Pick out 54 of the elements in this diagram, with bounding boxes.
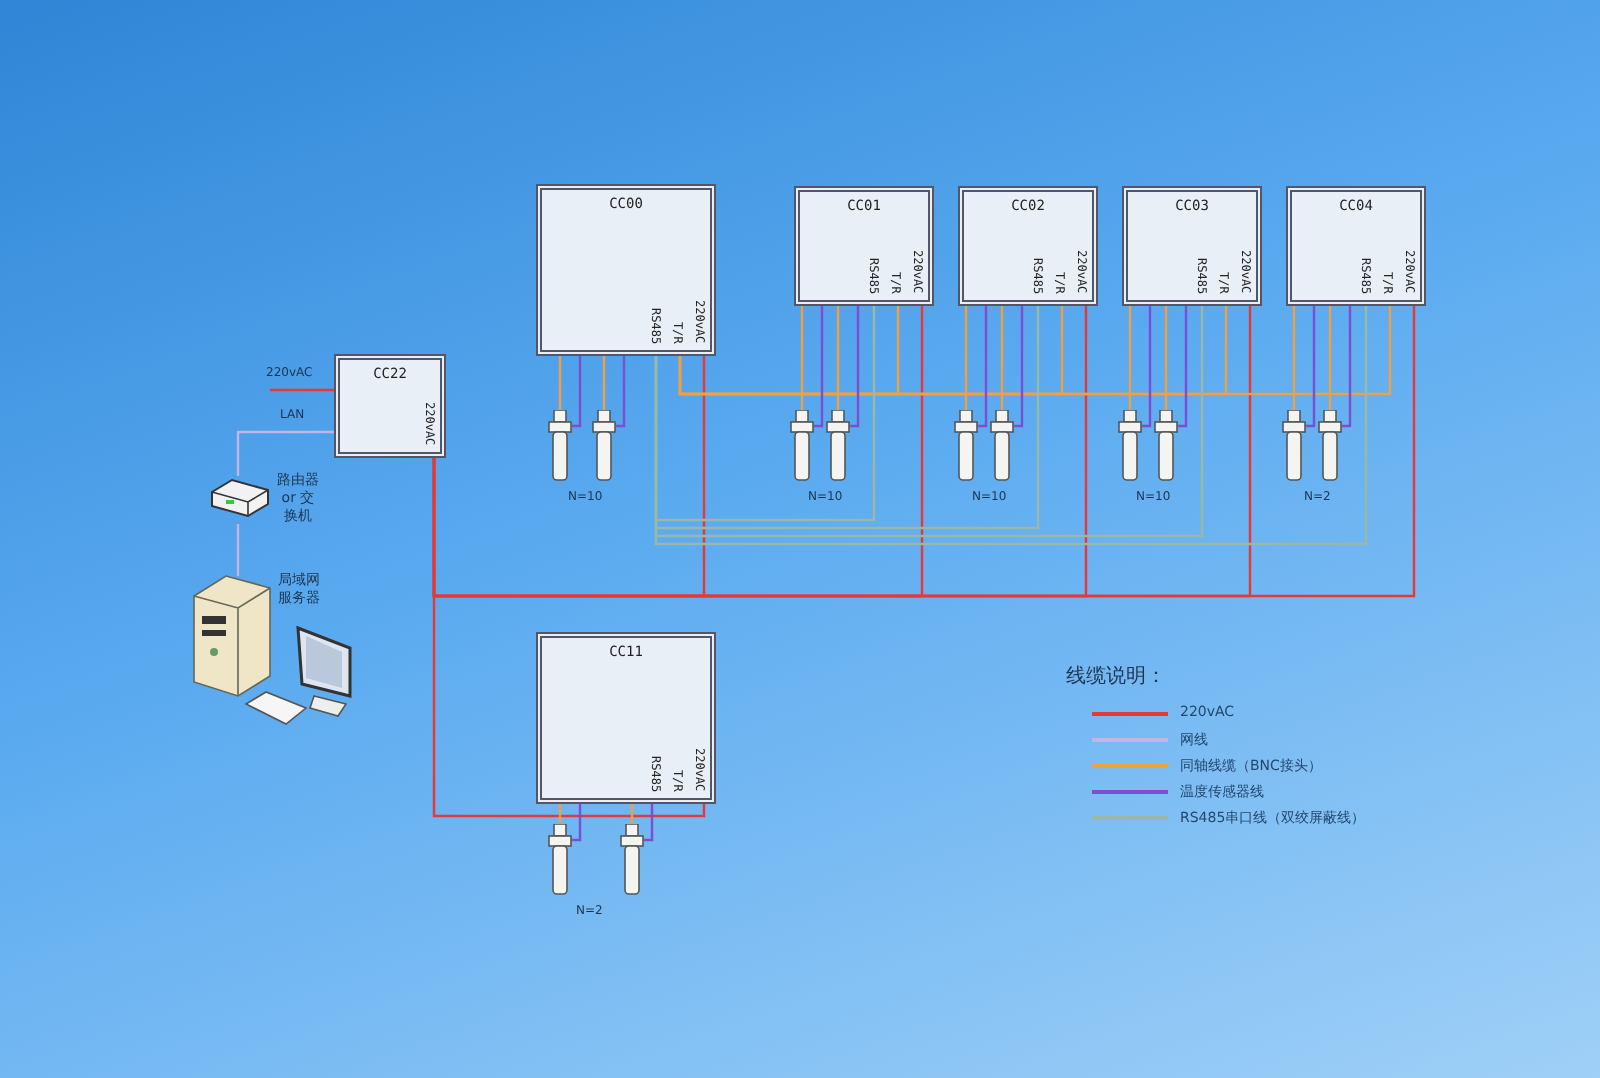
cable <box>1328 306 1332 410</box>
controller-box <box>958 186 1098 306</box>
cable <box>236 430 334 476</box>
cable <box>814 306 824 428</box>
controller-box <box>536 184 716 356</box>
cable <box>654 306 876 522</box>
sensor-probe-icon <box>1118 410 1142 482</box>
cable <box>432 306 1416 598</box>
cable <box>558 804 562 824</box>
sensor-probe-icon <box>1154 410 1178 482</box>
cable <box>1142 306 1152 428</box>
cable <box>1014 306 1024 428</box>
sensor-probe-icon <box>790 410 814 482</box>
cable <box>602 356 606 410</box>
cable <box>1292 306 1296 410</box>
cable <box>1342 306 1352 428</box>
controller-box <box>334 354 446 458</box>
cable <box>616 356 626 428</box>
cable <box>964 306 968 410</box>
cable <box>850 306 860 428</box>
cable <box>1000 306 1004 410</box>
cable <box>644 804 654 842</box>
cable <box>978 306 988 428</box>
sensor-probe-icon <box>826 410 850 482</box>
sensor-probe-icon <box>548 824 572 896</box>
cable <box>1128 306 1132 410</box>
controller-box <box>1122 186 1262 306</box>
cable <box>654 306 1040 530</box>
cable <box>432 458 706 818</box>
cable <box>836 306 840 410</box>
sensor-probe-icon <box>1282 410 1306 482</box>
sensor-probe-icon <box>548 410 572 482</box>
sensor-probe-icon <box>620 824 644 896</box>
cable <box>678 306 1392 396</box>
controller-box <box>794 186 934 306</box>
sensor-probe-icon <box>592 410 616 482</box>
cable <box>558 356 562 410</box>
cable <box>630 804 634 824</box>
cable <box>1164 306 1168 410</box>
controller-box <box>1286 186 1426 306</box>
cable <box>236 524 240 576</box>
cable <box>800 306 804 410</box>
sensor-probe-icon <box>1318 410 1342 482</box>
cable <box>572 356 582 428</box>
cable <box>572 804 582 842</box>
cable <box>1178 306 1188 428</box>
sensor-probe-icon <box>954 410 978 482</box>
controller-box <box>536 632 716 804</box>
legend-title: 线缆说明： <box>1066 663 1166 690</box>
cable <box>1306 306 1316 428</box>
cable <box>270 388 334 392</box>
cable <box>654 306 1204 538</box>
cable <box>654 306 1368 546</box>
sensor-probe-icon <box>990 410 1014 482</box>
